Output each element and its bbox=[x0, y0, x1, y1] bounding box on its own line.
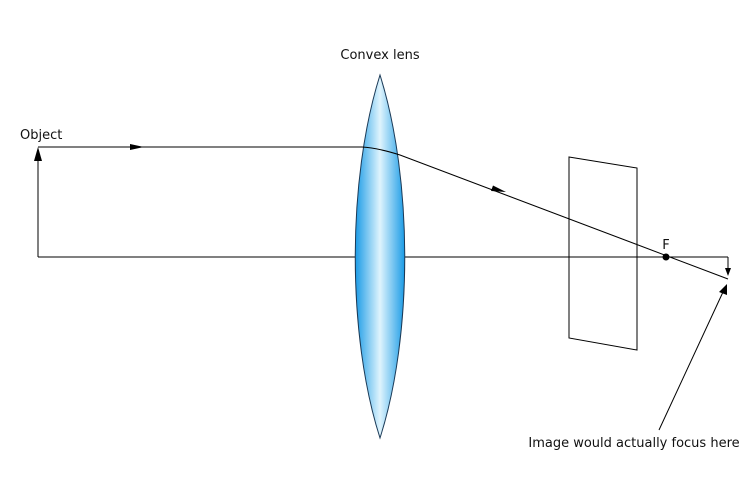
axis-end-arrowhead bbox=[725, 268, 731, 276]
pointer-arrowhead bbox=[719, 284, 727, 295]
focal-point-label: F bbox=[662, 238, 669, 253]
incident-ray-arrowhead bbox=[130, 144, 144, 150]
object-arrowhead bbox=[34, 147, 42, 161]
image-focus-label: Image would actually focus here bbox=[528, 436, 739, 451]
refracted-ray-arrowhead bbox=[491, 185, 506, 192]
screen bbox=[568, 156, 638, 351]
pointer-line bbox=[658, 291, 724, 431]
object-label: Object bbox=[20, 128, 62, 143]
refracted-ray bbox=[361, 146, 729, 280]
convex-lens bbox=[354, 73, 406, 440]
lens-label: Convex lens bbox=[340, 48, 419, 63]
focal-point-dot bbox=[662, 253, 670, 261]
